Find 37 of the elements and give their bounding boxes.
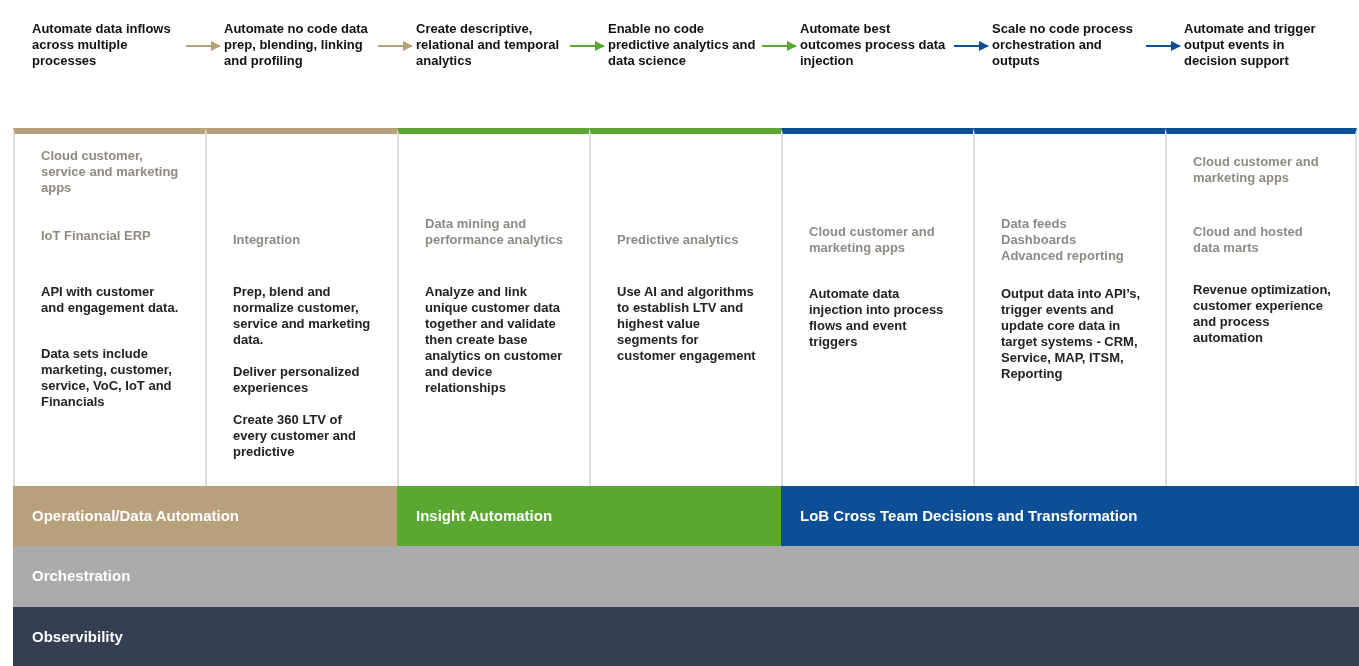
source-text: Cloud customer, service and marketing apps: [41, 148, 180, 196]
source-text: Cloud customer and marketing apps: [1193, 154, 1320, 186]
step-label: Automate no code data prep, blending, linking and profiling: [224, 21, 374, 69]
description-text: Create 360 LTV of every customer and predictive: [233, 412, 357, 460]
description-text: API with customer and engagement data.: [41, 284, 180, 316]
description-text: Revenue optimization, customer experience and process automation: [1193, 282, 1332, 346]
category-band: Operational/Data Automation: [13, 486, 397, 546]
arrow: [377, 41, 413, 51]
description-text: Deliver personalized experiences: [233, 364, 361, 396]
arrow: [185, 41, 221, 51]
step-label: Automate and trigger output events in decision support: [1184, 21, 1334, 69]
step-label: Create descriptive, relational and temporal analytics: [416, 21, 566, 69]
source-text: Data feeds Dashboards Advanced reporting: [1001, 216, 1125, 264]
source-text: IoT Financial ERP: [41, 228, 152, 244]
description-text: Analyze and link unique customer data together and validate then create base analytics on customer and device relationships: [425, 284, 564, 396]
arrow: [761, 41, 797, 51]
step-label: Automate data inflows across multiple processes: [32, 21, 182, 69]
step-label: Scale no code process orchestration and outputs: [992, 21, 1142, 69]
description-text: Data sets include marketing, customer, service, VoC, IoT and Financials: [41, 346, 173, 410]
description-text: Output data into API’s, trigger events and update core data in target systems - CRM, Service, MAP, ITSM, Reporting: [1001, 286, 1141, 382]
description-text: Use AI and algorithms to establish LTV and highest value segments for customer engagement: [617, 284, 757, 364]
category-band: LoB Cross Team Decisions and Transformation: [781, 486, 1359, 546]
source-text: Data mining and performance analytics: [425, 216, 564, 248]
description-text: Prep, blend and normalize customer, service and marketing data.: [233, 284, 372, 348]
step-label: Automate best outcomes process data injection: [800, 21, 950, 69]
source-text: Cloud customer and marketing apps: [809, 224, 936, 256]
arrow: [569, 41, 605, 51]
arrow: [953, 41, 989, 51]
source-text: Predictive analytics: [617, 232, 740, 248]
category-band: Orchestration: [13, 546, 1359, 607]
source-text: Integration: [233, 232, 302, 248]
source-text: Cloud and hosted data marts: [1193, 224, 1304, 256]
step-label: Enable no code predictive analytics and data science: [608, 21, 758, 69]
category-band: Insight Automation: [397, 486, 781, 546]
arrow: [1145, 41, 1181, 51]
category-band: Observibility: [13, 607, 1359, 666]
description-text: Automate data injection into process flows and event triggers: [809, 286, 945, 350]
